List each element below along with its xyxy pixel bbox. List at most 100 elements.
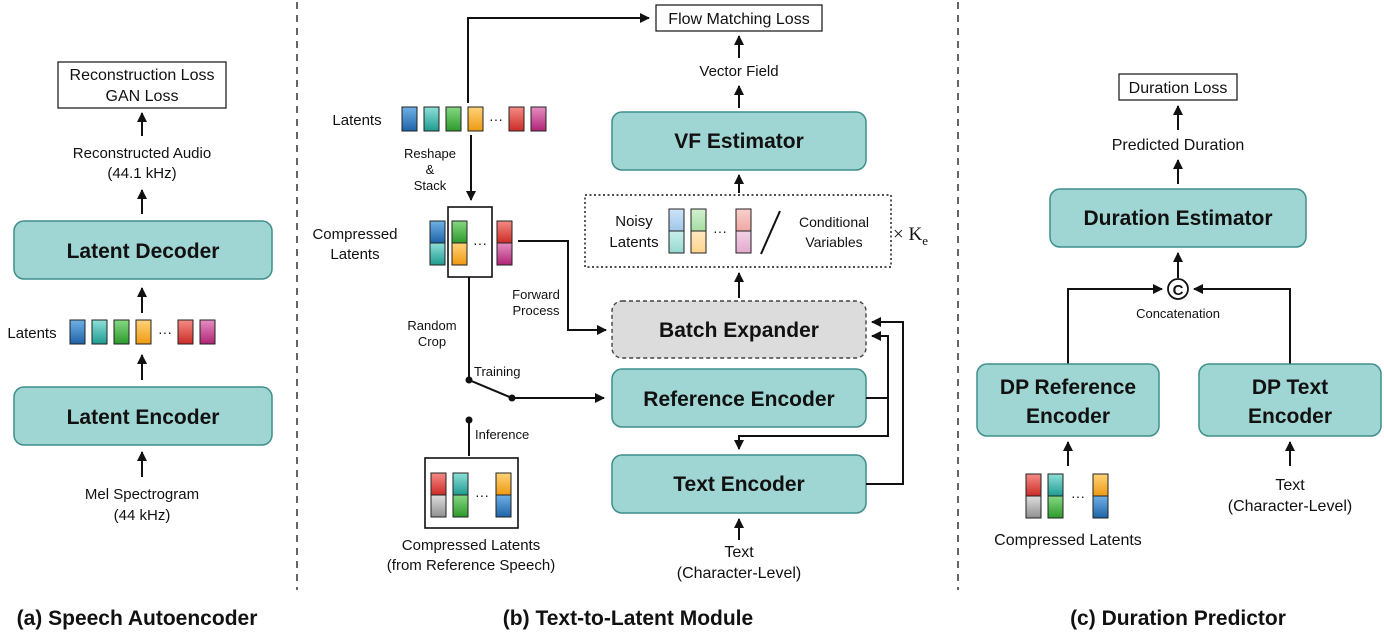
- noisy-label: Noisy: [615, 213, 653, 230]
- latent-encoder-box: [13, 386, 273, 446]
- arrow-dp-ref-to-concat: [1067, 284, 1163, 364]
- arrow-ref-to-batch-expander: [866, 331, 889, 399]
- latent-token: [91, 319, 108, 345]
- reconstructed-audio-rate: (44.1 kHz): [107, 165, 176, 182]
- latent-token: [430, 472, 447, 496]
- arrow-dp-text-to-concat: [1193, 284, 1291, 364]
- stack-label: Stack: [414, 178, 447, 193]
- reconstruction-loss-label: Reconstruction Loss: [70, 67, 215, 84]
- text-input-label: Text: [724, 544, 754, 561]
- latent-token: [735, 208, 752, 232]
- dp-compressed-latent-sequence: ···: [1025, 473, 1109, 519]
- latent-token: [467, 106, 484, 132]
- latent-token: [401, 106, 418, 132]
- latent-token: [1092, 473, 1109, 497]
- ellipsis-dots: ···: [1071, 488, 1085, 504]
- predicted-duration-label: Predicted Duration: [1112, 137, 1245, 154]
- reshape-amp: &: [426, 162, 435, 177]
- latent-token: [1047, 495, 1064, 519]
- text-encoder-label: Text Encoder: [673, 473, 804, 496]
- reconstructed-audio-label: Reconstructed Audio: [73, 145, 211, 162]
- process-label: Process: [513, 303, 560, 318]
- latent-decoder-label: Latent Decoder: [67, 240, 220, 263]
- concat-circle-icon: [1167, 278, 1189, 300]
- latent-token: [735, 230, 752, 254]
- compressed-latents-label-1: Compressed: [312, 226, 397, 243]
- variables-label: Variables: [805, 234, 862, 250]
- latent-token: [668, 230, 685, 254]
- crop-label: Crop: [418, 334, 446, 349]
- caption-c: (c) Duration Predictor: [1070, 607, 1286, 630]
- latent-token: [495, 472, 512, 496]
- noisy-latents-label: Latents: [609, 234, 658, 251]
- ellipsis-dots: ···: [473, 235, 487, 251]
- ellipsis-dots: ···: [158, 324, 172, 340]
- latent-token: [530, 106, 547, 132]
- latent-encoder-label: Latent Encoder: [67, 406, 220, 429]
- dp-reference-label-1: DP Reference: [1000, 376, 1136, 399]
- caption-b: (b) Text-to-Latent Module: [503, 607, 753, 630]
- latent-token: [451, 242, 468, 266]
- arrow-text-to-batch-expander: [866, 317, 904, 485]
- training-label: Training: [474, 364, 520, 379]
- noisy-latent-sequence: ···: [668, 208, 752, 254]
- text-input-level: (Character-Level): [677, 565, 801, 582]
- reference-latents-source: (from Reference Speech): [387, 557, 555, 574]
- latent-token: [451, 220, 468, 244]
- duration-estimator-box: [1049, 188, 1307, 248]
- arrow-latents-to-loss: [467, 13, 650, 103]
- ellipsis-dots: ···: [475, 487, 489, 503]
- latent-token: [445, 106, 462, 132]
- latent-token: [1092, 495, 1109, 519]
- latent-token: [1047, 473, 1064, 497]
- duration-loss-box: [1118, 73, 1238, 101]
- gan-loss-label: GAN Loss: [106, 88, 179, 105]
- mel-spectrogram-rate: (44 kHz): [114, 507, 171, 524]
- reference-latents-label: Compressed Latents: [402, 537, 540, 554]
- latent-token: [496, 220, 513, 244]
- latent-decoder-box: [13, 220, 273, 280]
- latent-token: [1025, 495, 1042, 519]
- duration-loss-label: Duration Loss: [1129, 80, 1228, 97]
- conditional-label: Conditional: [799, 214, 869, 230]
- flow-matching-loss-label: Flow Matching Loss: [668, 11, 809, 28]
- vf-estimator-label: VF Estimator: [674, 130, 804, 153]
- compressed-latents-label-2: Latents: [330, 246, 379, 263]
- dp-text-label-2: Encoder: [1248, 405, 1332, 428]
- latent-token: [452, 494, 469, 518]
- duration-estimator-label: Duration Estimator: [1083, 207, 1272, 230]
- latent-token: [430, 494, 447, 518]
- latent-token: [199, 319, 216, 345]
- random-label: Random: [407, 318, 456, 333]
- expansion-factor-label: × Ke: [893, 224, 928, 248]
- latent-token: [690, 230, 707, 254]
- reference-encoder-label: Reference Encoder: [643, 388, 834, 411]
- inference-label: Inference: [475, 427, 529, 442]
- latents-label-a: Latents: [7, 325, 56, 342]
- latent-sequence-a: ···: [69, 319, 216, 345]
- dp-reference-label-2: Encoder: [1026, 405, 1110, 428]
- latents-label-b: Latents: [332, 112, 381, 129]
- dp-text-input-level: (Character-Level): [1228, 498, 1352, 515]
- ellipsis-dots: ···: [713, 223, 727, 239]
- latent-token: [452, 472, 469, 496]
- latent-token: [508, 106, 525, 132]
- latent-token: [177, 319, 194, 345]
- latent-token: [495, 494, 512, 518]
- reconstruction-loss-box: [57, 61, 227, 109]
- panel-a-speech-autoencoder: Reconstruction Loss GAN Loss Reconstruct…: [7, 61, 273, 630]
- ellipsis-dots: ···: [489, 111, 503, 127]
- dp-compressed-latents-label: Compressed Latents: [994, 532, 1142, 549]
- latent-token: [429, 242, 446, 266]
- reference-latent-sequence: ···: [430, 472, 512, 518]
- latent-token: [135, 319, 152, 345]
- vf-estimator-box: [611, 111, 867, 171]
- dp-text-encoder-box: [1198, 363, 1382, 437]
- latent-token: [113, 319, 130, 345]
- batch-expander-box: [611, 300, 867, 359]
- dp-text-input-label: Text: [1275, 477, 1305, 494]
- latent-token: [69, 319, 86, 345]
- reshape-label: Reshape: [404, 146, 456, 161]
- arrow-forward-process: [518, 240, 607, 335]
